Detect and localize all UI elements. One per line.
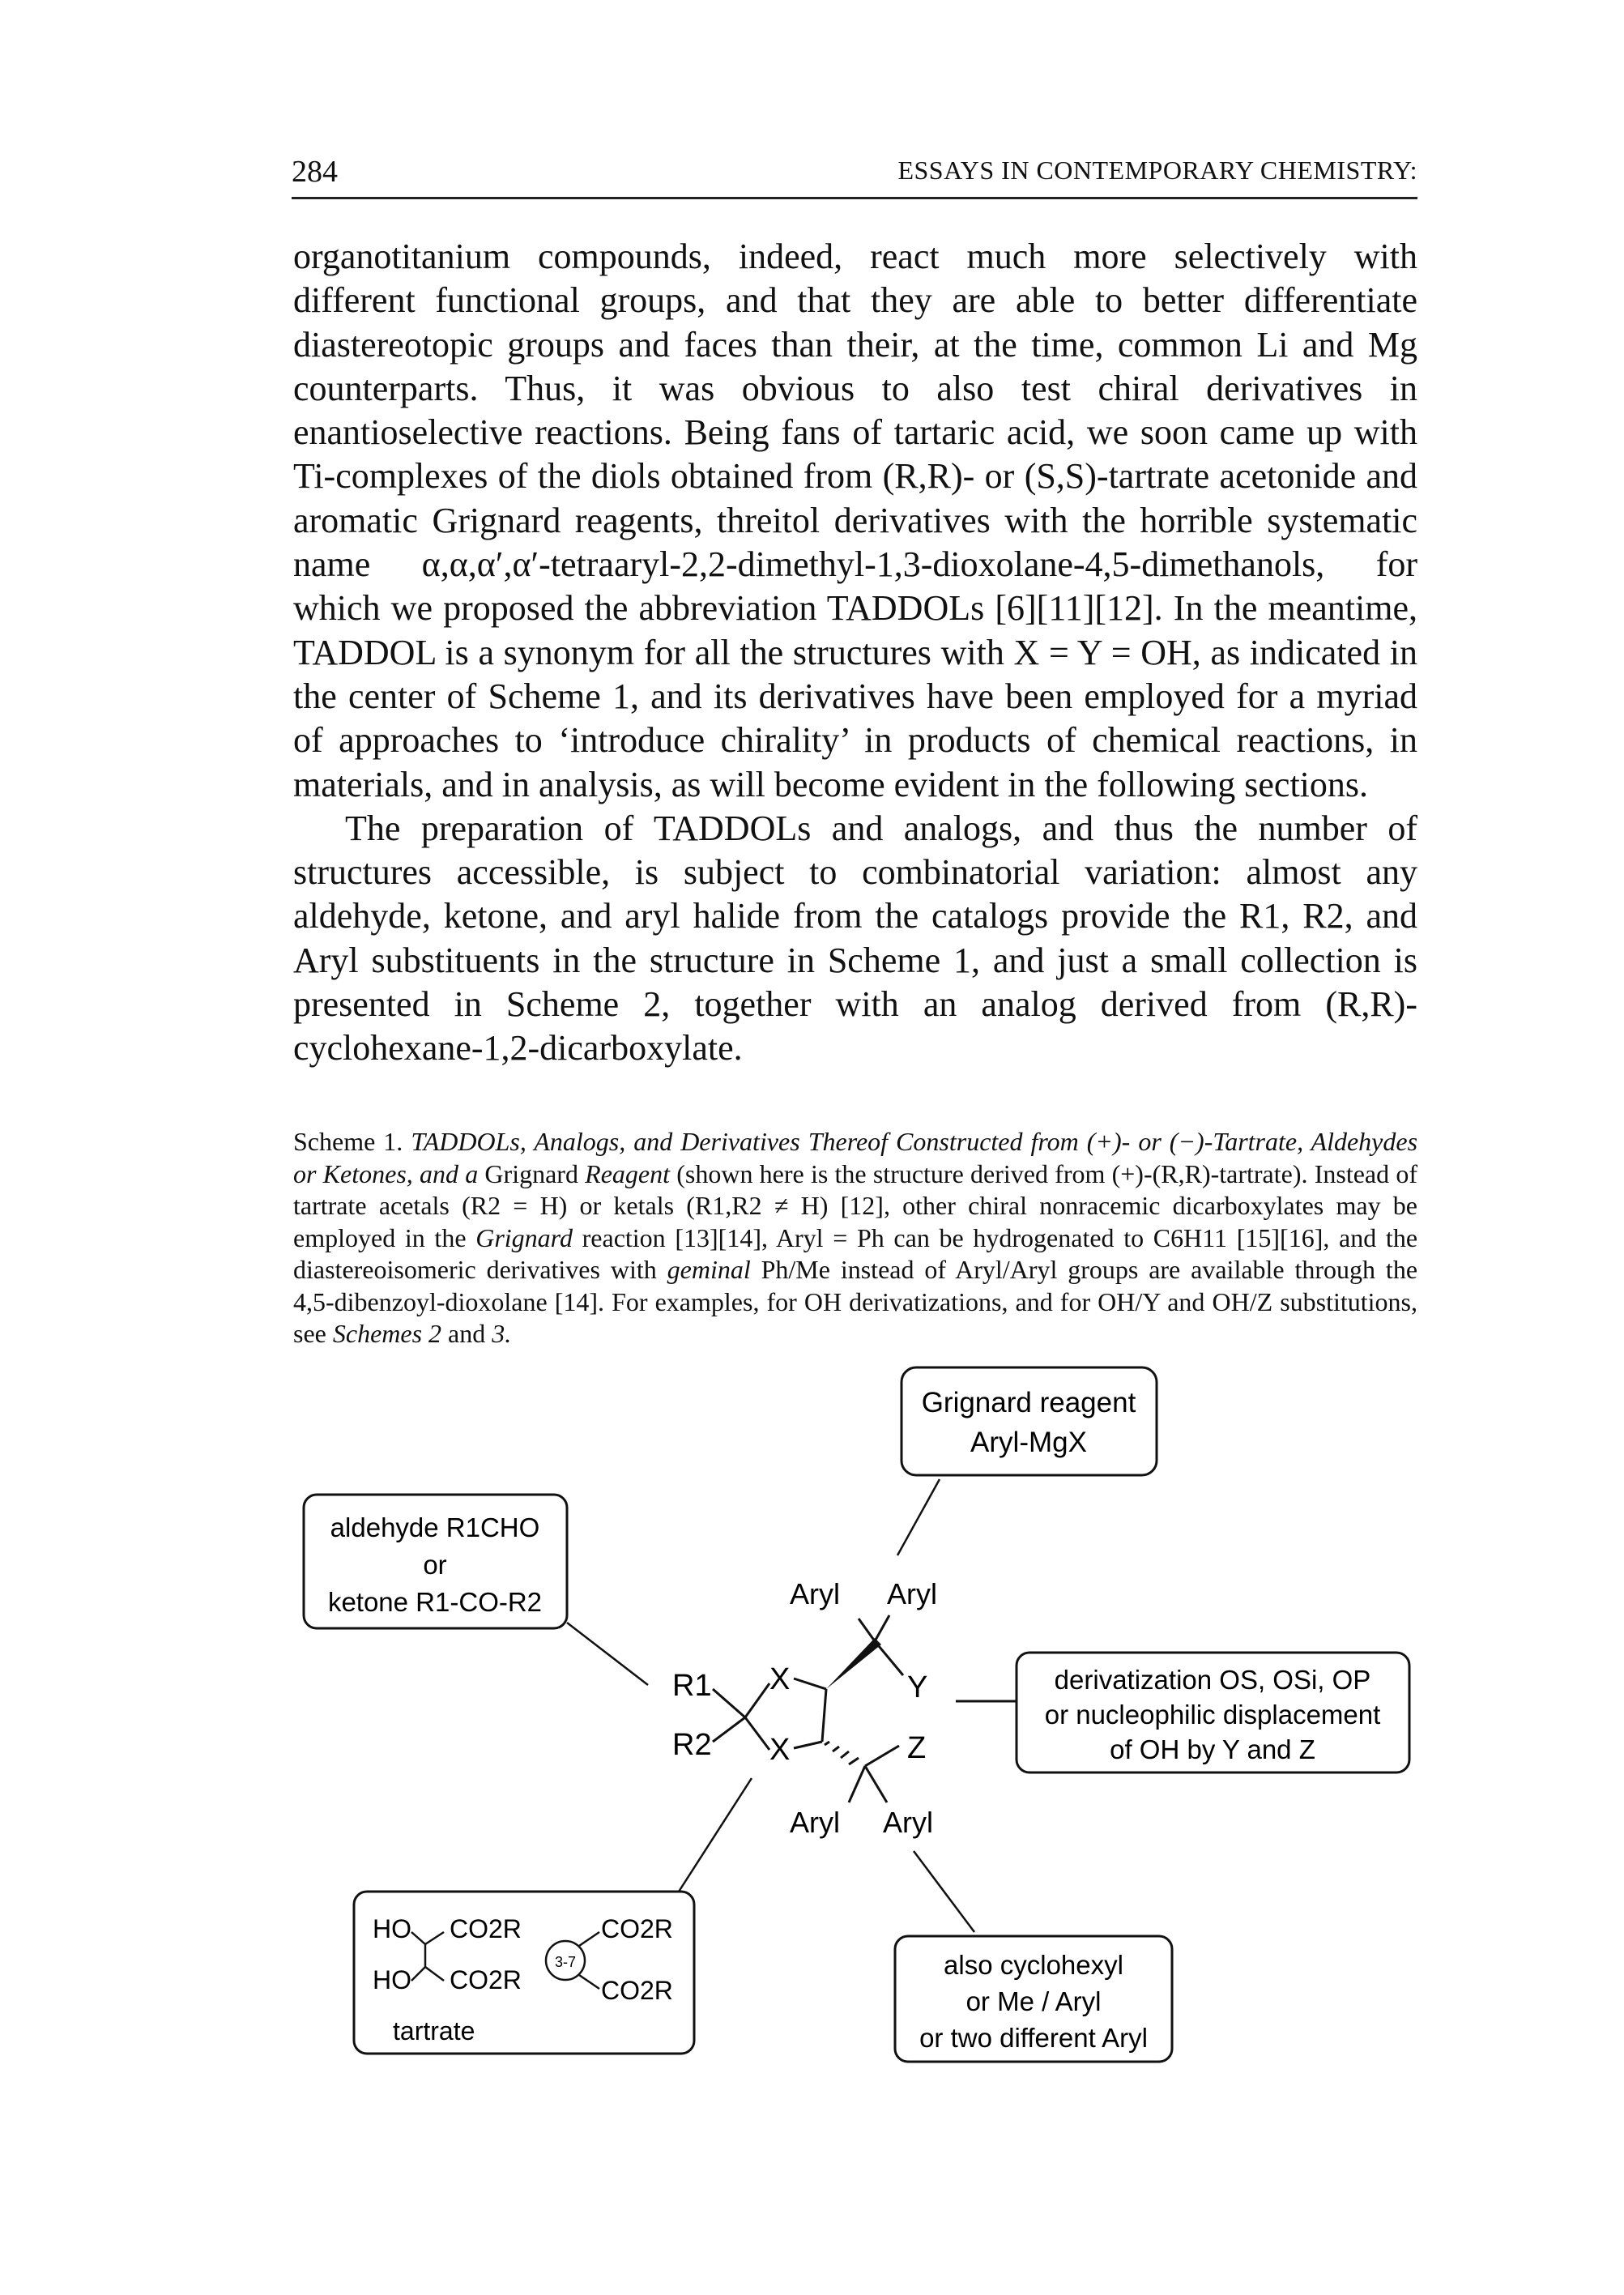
ring-co2r-1: CO2R bbox=[601, 1914, 673, 1943]
tartrate-label: tartrate bbox=[393, 2016, 475, 2045]
deriv-line-2: or nucleophilic displacement bbox=[1045, 1700, 1381, 1730]
deriv-line-1: derivatization OS, OSi, OP bbox=[1055, 1665, 1371, 1695]
cyclohexyl-box: also cyclohexyl or Me / Aryl or two diff… bbox=[893, 1935, 1174, 2063]
page-number: 284 bbox=[292, 155, 338, 189]
tartrate-co2r-2: CO2R bbox=[450, 1965, 522, 1994]
caption-text-2: reaction [13][14], Aryl = Ph can be hydr… bbox=[293, 1222, 1418, 1285]
carbonyl-line-1: aldehyde R1CHO bbox=[330, 1512, 540, 1542]
header-rule bbox=[292, 197, 1417, 199]
running-title: ESSAYS IN CONTEMPORARY CHEMISTRY: bbox=[897, 156, 1417, 185]
carbonyl-line-2: or bbox=[423, 1550, 446, 1580]
connector-cyclohexyl bbox=[913, 1850, 975, 1933]
aryl-top-right: Aryl bbox=[887, 1577, 937, 1610]
page-header: 284 ESSAYS IN CONTEMPORARY CHEMISTRY: bbox=[292, 154, 1417, 194]
caption-grignard: Grignard bbox=[484, 1158, 578, 1188]
caption-schemes: Schemes 2 bbox=[332, 1319, 442, 1348]
paragraph-2: The preparation of TADDOLs and analogs, … bbox=[293, 808, 1417, 1069]
caption-reagent: Reagent bbox=[585, 1158, 670, 1188]
x-top: X bbox=[769, 1662, 790, 1696]
connector-grignard bbox=[896, 1478, 941, 1556]
aryl-bottom-left: Aryl bbox=[790, 1806, 840, 1839]
z-label: Z bbox=[907, 1731, 926, 1765]
aryl-top-left: Aryl bbox=[790, 1577, 840, 1610]
caption-title: TADDOLs, Analogs, and Derivatives Thereo… bbox=[293, 1127, 1418, 1188]
x-bottom: X bbox=[769, 1733, 790, 1767]
caption-label: Scheme 1. bbox=[293, 1127, 403, 1156]
body-text: organotitanium compounds, indeed, react … bbox=[293, 235, 1417, 1071]
grignard-reagent-box: Grignard reagent Aryl-MgX bbox=[900, 1366, 1158, 1477]
cyclohexyl-line-1: also cyclohexyl bbox=[944, 1950, 1123, 1980]
caption-text-3: Ph/Me instead of Aryl/Aryl groups are av… bbox=[293, 1255, 1418, 1348]
ring-co2r-2: CO2R bbox=[601, 1976, 673, 2005]
caption-three: 3. bbox=[492, 1319, 512, 1348]
tartrate-ho-2: HO bbox=[373, 1965, 411, 1994]
caption-geminal: geminal bbox=[667, 1255, 751, 1284]
taddol-structure: Aryl Aryl R1 R2 X X Y Z Aryl Aryl bbox=[672, 1577, 937, 1839]
ring-size: 3-7 bbox=[555, 1954, 576, 1970]
tartrate-co2r-1: CO2R bbox=[450, 1914, 522, 1943]
caption-text-1: (shown here is the structure derived fro… bbox=[293, 1158, 1417, 1252]
caption-and: and bbox=[448, 1319, 486, 1348]
connector-tartrate bbox=[677, 1777, 753, 1892]
grignard-line-2: Aryl-MgX bbox=[970, 1427, 1087, 1458]
r1-label: R1 bbox=[672, 1669, 712, 1703]
tartrate-ho-1: HO bbox=[373, 1914, 411, 1943]
aryl-bottom-right: Aryl bbox=[883, 1806, 933, 1839]
carbonyl-box: aldehyde R1CHO or ketone R1-CO-R2 bbox=[302, 1493, 569, 1630]
cyclohexyl-line-2: or Me / Aryl bbox=[966, 1986, 1102, 2016]
cyclohexyl-line-3: or two different Aryl bbox=[919, 2023, 1148, 2053]
connector-carbonyl bbox=[566, 1622, 649, 1686]
caption-grignard-2: Grignard bbox=[475, 1222, 573, 1252]
tartrate-box: HO CO2R HO CO2R tartrate 3-7 CO2R CO2R bbox=[352, 1890, 696, 2055]
carbonyl-line-3: ketone R1-CO-R2 bbox=[328, 1587, 542, 1617]
deriv-line-3: of OH by Y and Z bbox=[1110, 1734, 1315, 1764]
scheme-caption: Scheme 1. TADDOLs, Analogs, and Derivati… bbox=[293, 1126, 1417, 1350]
paragraph-1: organotitanium compounds, indeed, react … bbox=[293, 237, 1417, 804]
y-label: Y bbox=[907, 1670, 927, 1704]
grignard-line-1: Grignard reagent bbox=[922, 1387, 1136, 1418]
r2-label: R2 bbox=[672, 1728, 712, 1762]
derivatization-box: derivatization OS, OSi, OP or nucleophil… bbox=[1015, 1651, 1411, 1774]
